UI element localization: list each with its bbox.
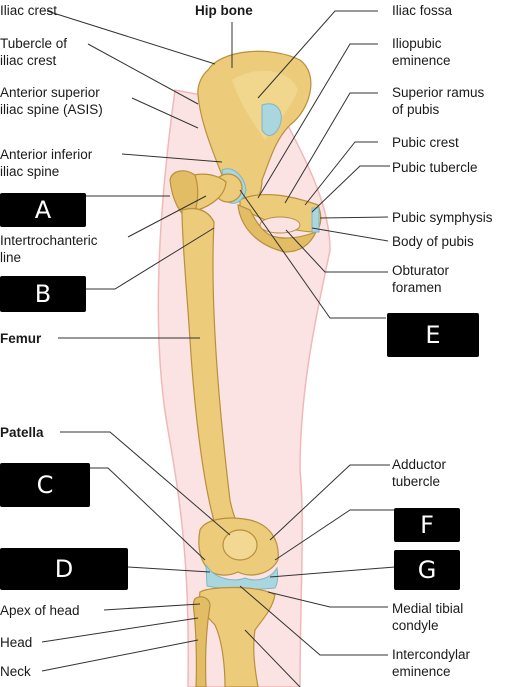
leader-patella <box>60 431 231 536</box>
leader-tubercle <box>87 43 199 105</box>
label-adductor-tubercle: Adductor tubercle <box>392 457 447 489</box>
leader-intercondylar-2 <box>244 629 301 687</box>
leader-b <box>85 227 215 290</box>
leader-obturator <box>285 229 388 273</box>
answer-box-c[interactable]: C <box>0 463 90 507</box>
leader-pubic-symphysis <box>319 216 389 219</box>
leader-g <box>269 566 396 578</box>
greater-trochanter <box>169 170 199 221</box>
label-patella: Patella <box>0 425 44 440</box>
leader-body-pubis <box>311 227 389 242</box>
answer-box-f[interactable]: F <box>394 508 460 542</box>
leader-asis <box>131 97 199 129</box>
leader-aiis <box>121 153 223 163</box>
label-pubic-symphysis: Pubic symphysis <box>392 210 493 225</box>
answer-box-b[interactable]: B <box>0 276 86 312</box>
label-superior-ramus: Superior ramus of pubis <box>392 85 485 117</box>
label-obturator-foramen: Obturator foramen <box>392 263 450 295</box>
leader-superior-ramus <box>284 92 378 204</box>
label-iliac-crest: Iliac crest <box>0 3 58 18</box>
answer-box-e[interactable]: E <box>387 313 479 357</box>
leader-pubic-crest <box>304 141 378 206</box>
label-head: Head <box>0 635 33 650</box>
label-medial-tibial-condyle: Medial tibial condyle <box>392 601 464 633</box>
label-iliac-fossa: Iliac fossa <box>392 3 453 18</box>
leader-d <box>127 566 211 573</box>
label-pubic-crest: Pubic crest <box>392 135 459 150</box>
patella-bone <box>222 529 258 561</box>
leader-c <box>88 467 206 561</box>
label-intercondylar-eminence: Intercondylar eminence <box>392 647 471 679</box>
leader-adductor <box>269 464 390 541</box>
leader-intercondylar <box>239 585 388 656</box>
leader-iliac-crest <box>46 10 216 65</box>
label-pubic-tubercle: Pubic tubercle <box>392 160 478 175</box>
leader-neck <box>41 639 199 672</box>
label-neck: Neck <box>0 664 31 679</box>
tibia <box>199 586 276 687</box>
label-aiis: Anterior inferior iliac spine <box>0 147 93 179</box>
answer-box-a[interactable]: A <box>0 193 86 227</box>
leader-apex <box>103 603 201 611</box>
leader-lines <box>41 10 396 687</box>
label-asis: Anterior superior iliac spine (ASIS) <box>0 85 103 117</box>
leader-intertrochanteric <box>127 195 207 238</box>
label-intertrochanteric-line: Intertrochanteric line <box>0 233 98 265</box>
label-hip-bone: Hip bone <box>195 3 253 18</box>
leader-pubic-tubercle <box>311 165 390 213</box>
label-iliopubic-eminence: Iliopubic eminence <box>392 36 451 68</box>
leader-head <box>41 617 199 643</box>
leader-medial-tibial <box>267 591 388 608</box>
label-body-of-pubis: Body of pubis <box>392 234 474 249</box>
obturator-foramen <box>259 216 301 234</box>
answer-box-g[interactable]: G <box>394 550 460 590</box>
label-tubercle-iliac-crest: Tubercle of iliac crest <box>0 36 68 68</box>
fibula <box>192 596 211 687</box>
leader-iliopubic <box>257 43 378 199</box>
answer-box-d[interactable]: D <box>0 548 128 590</box>
leader-iliac-fossa <box>257 10 378 99</box>
leader-f <box>274 509 395 561</box>
leader-e <box>239 189 386 319</box>
sacroiliac-cartilage <box>261 103 282 136</box>
label-femur: Femur <box>0 331 42 346</box>
label-apex-of-head: Apex of head <box>0 603 80 618</box>
